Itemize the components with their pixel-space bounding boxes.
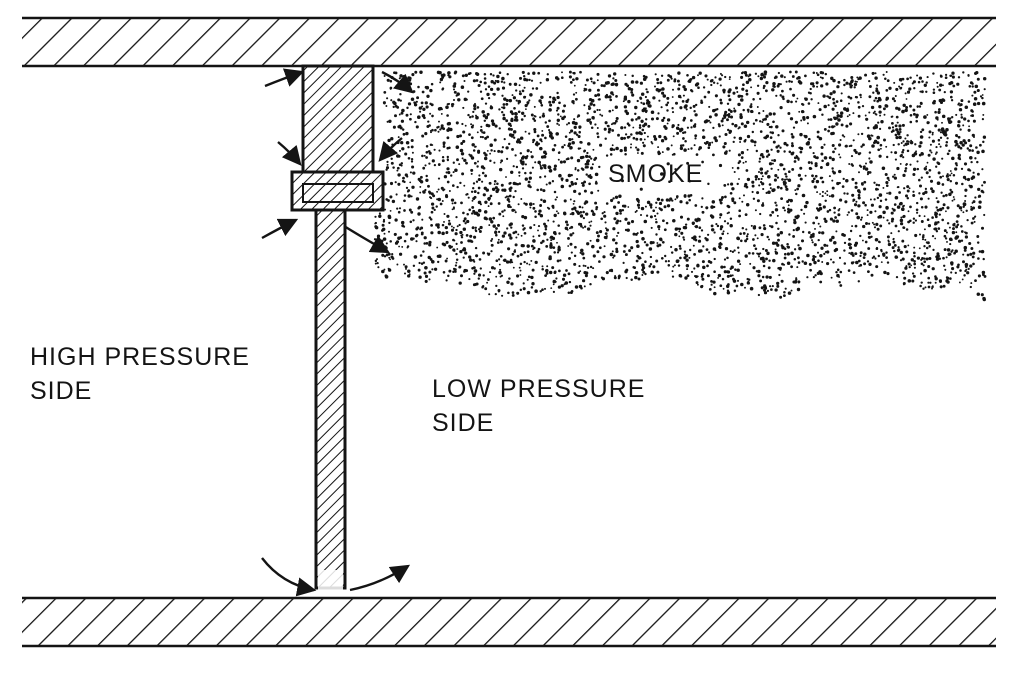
- door-leaf: [314, 208, 347, 590]
- floor-wall: [22, 596, 996, 648]
- leakage-arrows: [261, 68, 414, 597]
- ceiling-wall: [22, 16, 996, 68]
- high-pressure-side-label: HIGH PRESSURE SIDE: [30, 340, 250, 408]
- door-barrier: [290, 64, 385, 596]
- smoke-label-text: SMOKE: [608, 160, 704, 188]
- high-pressure-line2: SIDE: [30, 377, 93, 405]
- low-pressure-line2: SIDE: [432, 409, 495, 437]
- low-pressure-line1: LOW PRESSURE: [432, 375, 646, 403]
- smoke-region: [372, 70, 987, 302]
- smoke-label: SMOKE: [608, 157, 703, 191]
- high-pressure-line1: HIGH PRESSURE: [30, 343, 250, 371]
- low-pressure-side-label: LOW PRESSURE SIDE: [432, 372, 645, 440]
